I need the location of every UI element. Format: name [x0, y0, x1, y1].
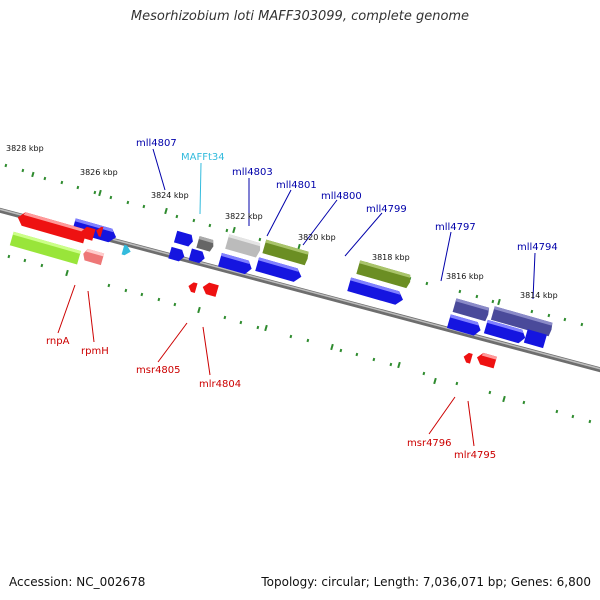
tick-label: 3820 kbp: [298, 233, 336, 242]
gene-label-msr4796[interactable]: msr4796: [407, 438, 452, 449]
gene-label-mll4800[interactable]: mll4800: [321, 191, 362, 202]
gene-arrow[interactable]: [462, 352, 473, 364]
gene-arrow[interactable]: [168, 246, 186, 263]
gene-label-rpmh[interactable]: rpmH: [81, 346, 109, 357]
gene-arrow[interactable]: [523, 329, 547, 349]
gene-arrow[interactable]: [347, 277, 405, 307]
gene-arrow[interactable]: [262, 239, 309, 266]
accession-text: Accession: NC_002678: [9, 575, 146, 589]
gene-label-maffft34[interactable]: MAFFt34: [181, 152, 225, 163]
forward-gene-labels: mll4807 MAFFt34 mll4803 mll4801 mll4800 …: [136, 138, 558, 253]
gene-arrow[interactable]: [80, 226, 96, 241]
gene-arrow[interactable]: [16, 211, 88, 244]
tick-label: 3814 kbp: [520, 291, 558, 300]
gene-label-mll4794[interactable]: mll4794: [517, 242, 558, 253]
map-title: Mesorhizobium loti MAFF303099, complete …: [130, 9, 470, 24]
gene-arrow[interactable]: [173, 230, 195, 247]
gene-arrow[interactable]: [121, 244, 132, 257]
gene-label-rnpa[interactable]: rnpA: [46, 336, 70, 347]
gene-label-mll4799[interactable]: mll4799: [366, 204, 407, 215]
gene-label-mll4803[interactable]: mll4803: [232, 167, 273, 178]
gene-arrow[interactable]: [255, 257, 303, 283]
gene-arrow[interactable]: [196, 236, 215, 252]
gene-arrow[interactable]: [446, 314, 483, 337]
gene-arrow[interactable]: [225, 234, 262, 258]
gene-label-msr4805[interactable]: msr4805: [136, 365, 181, 376]
gene-label-mll4801[interactable]: mll4801: [276, 180, 317, 191]
gene-arrow[interactable]: [356, 260, 412, 289]
gene-arrow[interactable]: [187, 281, 198, 294]
gene-arrow[interactable]: [452, 298, 491, 322]
tick-label: 3816 kbp: [446, 272, 484, 281]
forward-strand-genes: [71, 218, 553, 349]
inner-tick-track: [7, 254, 592, 424]
gene-arrow[interactable]: [95, 226, 104, 237]
gene-arrow[interactable]: [82, 248, 105, 266]
genome-summary-text: Topology: circular; Length: 7,036,071 bp…: [261, 575, 591, 589]
gene-label-mll4797[interactable]: mll4797: [435, 222, 476, 233]
tick-labels: 3828 kbp 3826 kbp 3824 kbp 3822 kbp 3820…: [6, 144, 558, 300]
tick-label: 3822 kbp: [225, 212, 263, 221]
label-leader-lines: [57, 148, 536, 447]
gene-arrow[interactable]: [188, 248, 207, 265]
reverse-gene-labels: rnpA rpmH msr4805 mlr4804 msr4796 mlr479…: [46, 336, 496, 461]
gene-label-mll4807[interactable]: mll4807: [136, 138, 177, 149]
gene-arrow[interactable]: [483, 319, 527, 345]
tick-label: 3818 kbp: [372, 253, 410, 262]
gene-label-mlr4804[interactable]: mlr4804: [199, 379, 241, 390]
gene-arrow[interactable]: [218, 252, 254, 276]
gene-arrow[interactable]: [475, 352, 497, 369]
gene-arrow[interactable]: [490, 306, 553, 337]
gene-arrow[interactable]: [201, 281, 219, 297]
gene-label-mlr4795[interactable]: mlr4795: [454, 450, 496, 461]
gene-arrow[interactable]: [9, 231, 81, 265]
tick-label: 3826 kbp: [80, 168, 118, 177]
tick-label: 3828 kbp: [6, 144, 44, 153]
reverse-strand-genes: [9, 211, 497, 369]
tick-label: 3824 kbp: [151, 191, 189, 200]
